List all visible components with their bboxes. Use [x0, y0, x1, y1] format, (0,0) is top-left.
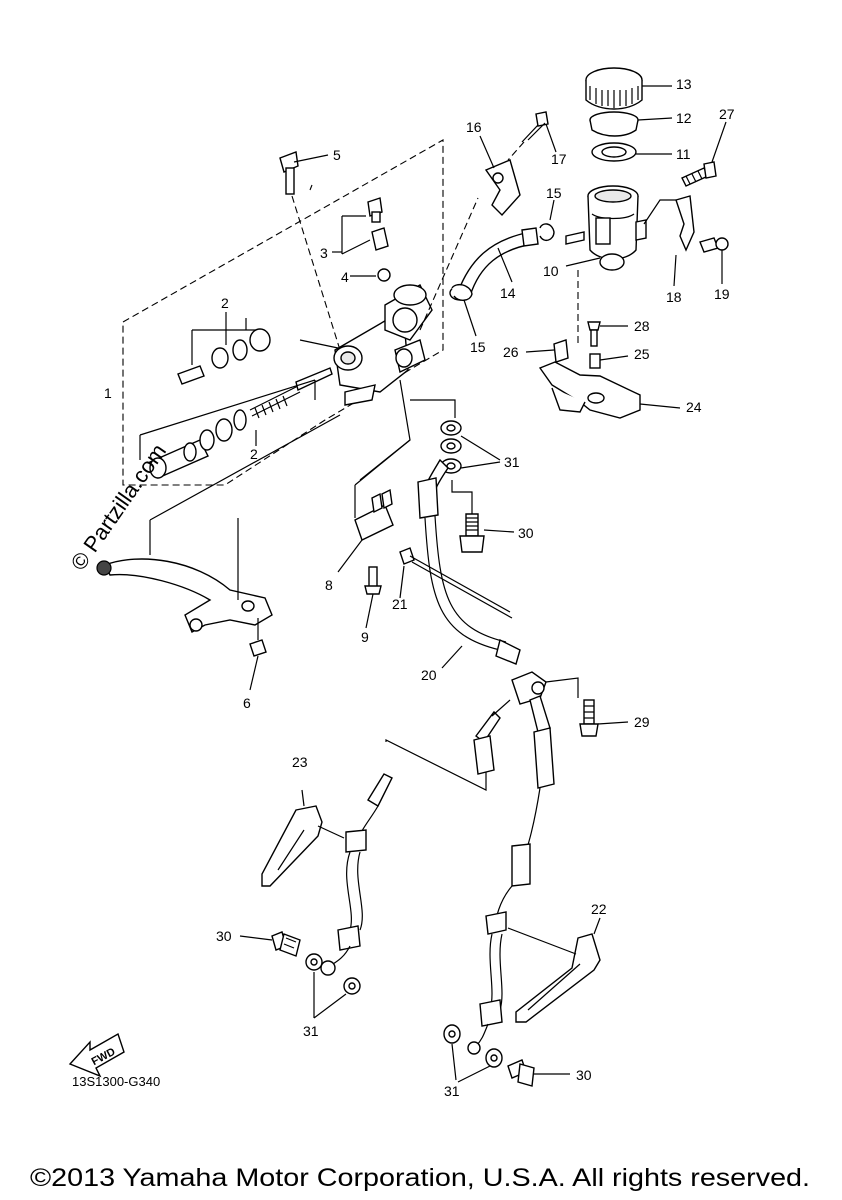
callout-3: 3 — [320, 245, 328, 261]
diaphragm-part-11[interactable] — [591, 142, 672, 162]
callout-4: 4 — [341, 269, 349, 285]
callout-15-upper: 15 — [546, 185, 562, 201]
hose-bracket-part-23[interactable] — [261, 789, 345, 887]
clamp-part-15-upper[interactable] — [539, 199, 555, 242]
callout-27: 27 — [719, 106, 735, 122]
clamp-part-15-lower[interactable] — [451, 283, 477, 337]
callout-29: 29 — [634, 714, 650, 730]
seal-kit-part-2-upper[interactable] — [177, 312, 271, 385]
callout-20: 20 — [421, 667, 437, 683]
bracket-part-18[interactable] — [643, 195, 695, 287]
master-cylinder-body[interactable] — [299, 197, 479, 481]
bolt-part-5[interactable] — [279, 151, 341, 351]
brake-switch-part-8[interactable] — [337, 439, 411, 573]
forward-direction-arrow-icon: FWD — [68, 1032, 125, 1078]
bracket-part-24[interactable] — [538, 361, 681, 419]
bolt-part-17[interactable] — [507, 111, 557, 161]
callout-30-left: 30 — [216, 928, 232, 944]
hose-lower-right[interactable] — [467, 695, 555, 1055]
callout-2-upper: 2 — [221, 295, 229, 311]
callout-31-upper: 31 — [504, 454, 520, 470]
diagram-code: 13S1300-G340 — [72, 1074, 160, 1089]
callout-8: 8 — [325, 577, 333, 593]
callout-9: 9 — [361, 629, 369, 645]
callout-30-upper: 30 — [518, 525, 534, 541]
union-bolt-part-30-upper[interactable] — [451, 480, 515, 553]
reservoir-part-10[interactable] — [565, 185, 647, 345]
bolt-part-28[interactable] — [587, 321, 628, 347]
damper-part-26[interactable] — [525, 339, 569, 363]
hose-bracket-part-22[interactable] — [507, 917, 601, 1023]
callout-31-right: 31 — [444, 1083, 460, 1099]
callout-23: 23 — [292, 754, 308, 770]
brake-hose-part-20[interactable] — [417, 458, 521, 669]
nut-part-6[interactable] — [249, 618, 267, 691]
callout-6: 6 — [243, 695, 251, 711]
callout-labels: 1 2 2 3 4 5 6 8 9 10 11 12 13 14 15 15 1… — [104, 76, 735, 1099]
union-bolt-part-30-left[interactable] — [239, 931, 301, 957]
callout-26: 26 — [503, 344, 519, 360]
callout-5: 5 — [333, 147, 341, 163]
copyright-notice: ©2013 Yamaha Motor Corporation, U.S.A. A… — [30, 1164, 810, 1192]
callout-18: 18 — [666, 289, 682, 305]
bolt-part-29[interactable] — [579, 699, 629, 737]
hose-joint-block[interactable] — [511, 671, 579, 705]
holder-part-16[interactable] — [479, 135, 521, 217]
diaphragm-plate-part-12[interactable] — [589, 111, 673, 137]
screw-part-9[interactable] — [364, 566, 382, 629]
collar-part-25[interactable] — [589, 353, 629, 369]
callout-10: 10 — [543, 263, 559, 279]
callout-19: 19 — [714, 286, 730, 302]
callout-24: 24 — [686, 399, 702, 415]
union-bolt-part-30-right[interactable] — [507, 1059, 570, 1087]
callout-28: 28 — [634, 318, 650, 334]
reservoir-cap-part-13[interactable] — [585, 67, 672, 110]
piston-assembly[interactable] — [139, 367, 333, 479]
callout-1: 1 — [104, 385, 112, 401]
copper-washers-part-31-right[interactable] — [443, 1024, 503, 1083]
copper-washers-part-31-left[interactable] — [305, 953, 361, 1019]
callout-22: 22 — [591, 901, 607, 917]
bolt-part-27[interactable] — [681, 121, 727, 187]
brake-lever[interactable] — [96, 414, 341, 633]
callout-21: 21 — [392, 596, 408, 612]
callout-30-right: 30 — [576, 1067, 592, 1083]
master-cylinder-kit-boundary — [122, 139, 444, 486]
callout-13: 13 — [676, 76, 692, 92]
callout-14: 14 — [500, 285, 516, 301]
callout-25: 25 — [634, 346, 650, 362]
callout-15-lower: 15 — [470, 339, 486, 355]
cable-tie-part-21[interactable] — [399, 547, 513, 619]
callout-2-lower: 2 — [250, 446, 258, 462]
bolt-part-19[interactable] — [699, 237, 729, 284]
copper-washers-part-31-upper[interactable] — [410, 399, 501, 474]
hose-lower-left[interactable] — [320, 699, 511, 976]
callout-31-left: 31 — [303, 1023, 319, 1039]
callout-12: 12 — [676, 110, 692, 126]
callout-11: 11 — [676, 146, 691, 162]
callout-17: 17 — [551, 151, 567, 167]
watermark: © Partzilla.com — [66, 439, 172, 575]
bleed-screw-part-3[interactable] — [332, 197, 391, 282]
callout-16: 16 — [466, 119, 482, 135]
